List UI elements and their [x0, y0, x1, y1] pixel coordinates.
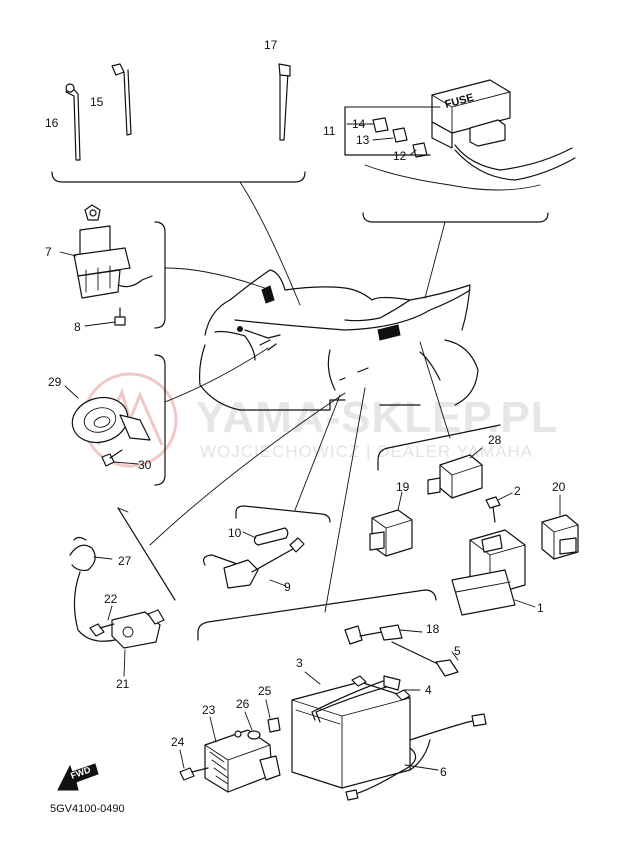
group-bracket-cable-ties — [51, 171, 306, 183]
relay-19 — [369, 509, 413, 557]
callout-16: 16 — [45, 116, 59, 130]
callout-5: 5 — [454, 644, 461, 658]
leader-horn — [164, 347, 269, 403]
callout-10: 10 — [228, 526, 242, 540]
callout-15: 15 — [90, 95, 104, 109]
callout-24: 24 — [171, 735, 185, 749]
main-switch-7 — [73, 204, 153, 299]
leader-sidestand-switch — [149, 392, 346, 546]
relay-20 — [541, 514, 579, 560]
group-bracket-battery — [197, 589, 437, 641]
clamp-27 — [69, 536, 96, 572]
group-bracket-switch — [154, 221, 166, 329]
washer-26 — [247, 730, 261, 740]
callout-23: 23 — [202, 703, 216, 717]
callout-8: 8 — [74, 320, 81, 334]
callout-21: 21 — [116, 677, 130, 691]
callout-1: 1 — [537, 601, 544, 615]
group-bracket-horn — [154, 354, 166, 486]
regulator-23 — [204, 729, 281, 793]
callout-12: 12 — [393, 149, 407, 163]
bolt-24 — [179, 767, 209, 781]
diagram-code: 5GV4100-0490 — [50, 803, 125, 815]
sensor-9 — [202, 537, 305, 589]
leader-sensor — [294, 394, 341, 511]
leader-cable-ties — [239, 181, 301, 306]
fuse-box-assembly: FUSE — [364, 79, 576, 191]
callout-20: 20 — [552, 480, 566, 494]
callout-7: 7 — [45, 245, 52, 259]
watermark: YAMA-SKLEP.PL WOJCIECHOWICZ | DEALER YAM… — [82, 372, 559, 468]
sidestand-switch-21 — [73, 571, 165, 649]
battery-lead-5 — [391, 641, 459, 677]
screw-22 — [89, 623, 115, 637]
watermark-dealer: WOJCIECHOWICZ | DEALER YAMAHA — [200, 442, 533, 461]
callout-30: 30 — [138, 458, 152, 472]
callout-9: 9 — [284, 580, 291, 594]
battery-3 — [291, 675, 411, 789]
callout-labels: 17 16 15 14 13 12 11 7 8 29 30 28 19 2 2… — [45, 38, 566, 779]
cable-tie-17 — [278, 63, 291, 141]
motorcycle-silhouette — [198, 269, 479, 411]
callout-14: 14 — [352, 117, 366, 131]
leader-battery — [324, 387, 366, 613]
watermark-brand: YAMA-SKLEP.PL — [196, 393, 559, 442]
callout-25: 25 — [258, 684, 272, 698]
callout-27: 27 — [118, 554, 132, 568]
callout-29: 29 — [48, 375, 62, 389]
leader-relays — [419, 341, 451, 439]
leader-fuse — [424, 221, 446, 299]
wire-harness-6 — [345, 713, 487, 801]
screw-8 — [114, 307, 126, 326]
relay-28 — [427, 454, 483, 499]
horn-29 — [71, 396, 151, 444]
group-bracket-fuse — [362, 212, 549, 223]
group-bracket-sidestand — [117, 507, 176, 601]
callout-18: 18 — [426, 622, 440, 636]
cable-tie-16 — [65, 83, 81, 161]
cable-tie-15 — [111, 63, 132, 136]
fwd-arrow-icon: FWD — [57, 763, 99, 791]
callout-13: 13 — [356, 133, 370, 147]
callout-6: 6 — [440, 765, 447, 779]
starter-relay-1 — [451, 529, 526, 616]
callout-2: 2 — [514, 484, 521, 498]
bolt-2 — [485, 496, 501, 523]
callout-22: 22 — [104, 592, 118, 606]
sleeve-10 — [253, 527, 289, 546]
leader-switch — [164, 267, 271, 291]
callout-19: 19 — [396, 480, 410, 494]
clip-25 — [267, 717, 281, 733]
callout-11: 11 — [323, 124, 336, 138]
group-bracket-relays — [377, 424, 501, 471]
battery-band-4 — [311, 675, 401, 723]
fuse-14 — [372, 117, 389, 133]
callout-4: 4 — [425, 683, 432, 697]
callout-28: 28 — [488, 433, 502, 447]
fuse-13 — [392, 127, 408, 143]
group-bracket-sensor — [235, 505, 331, 523]
negative-lead-18 — [344, 624, 403, 645]
bracket-fuse-group — [344, 106, 431, 156]
callout-3: 3 — [296, 656, 303, 670]
callout-17: 17 — [264, 38, 278, 52]
callout-26: 26 — [236, 697, 250, 711]
